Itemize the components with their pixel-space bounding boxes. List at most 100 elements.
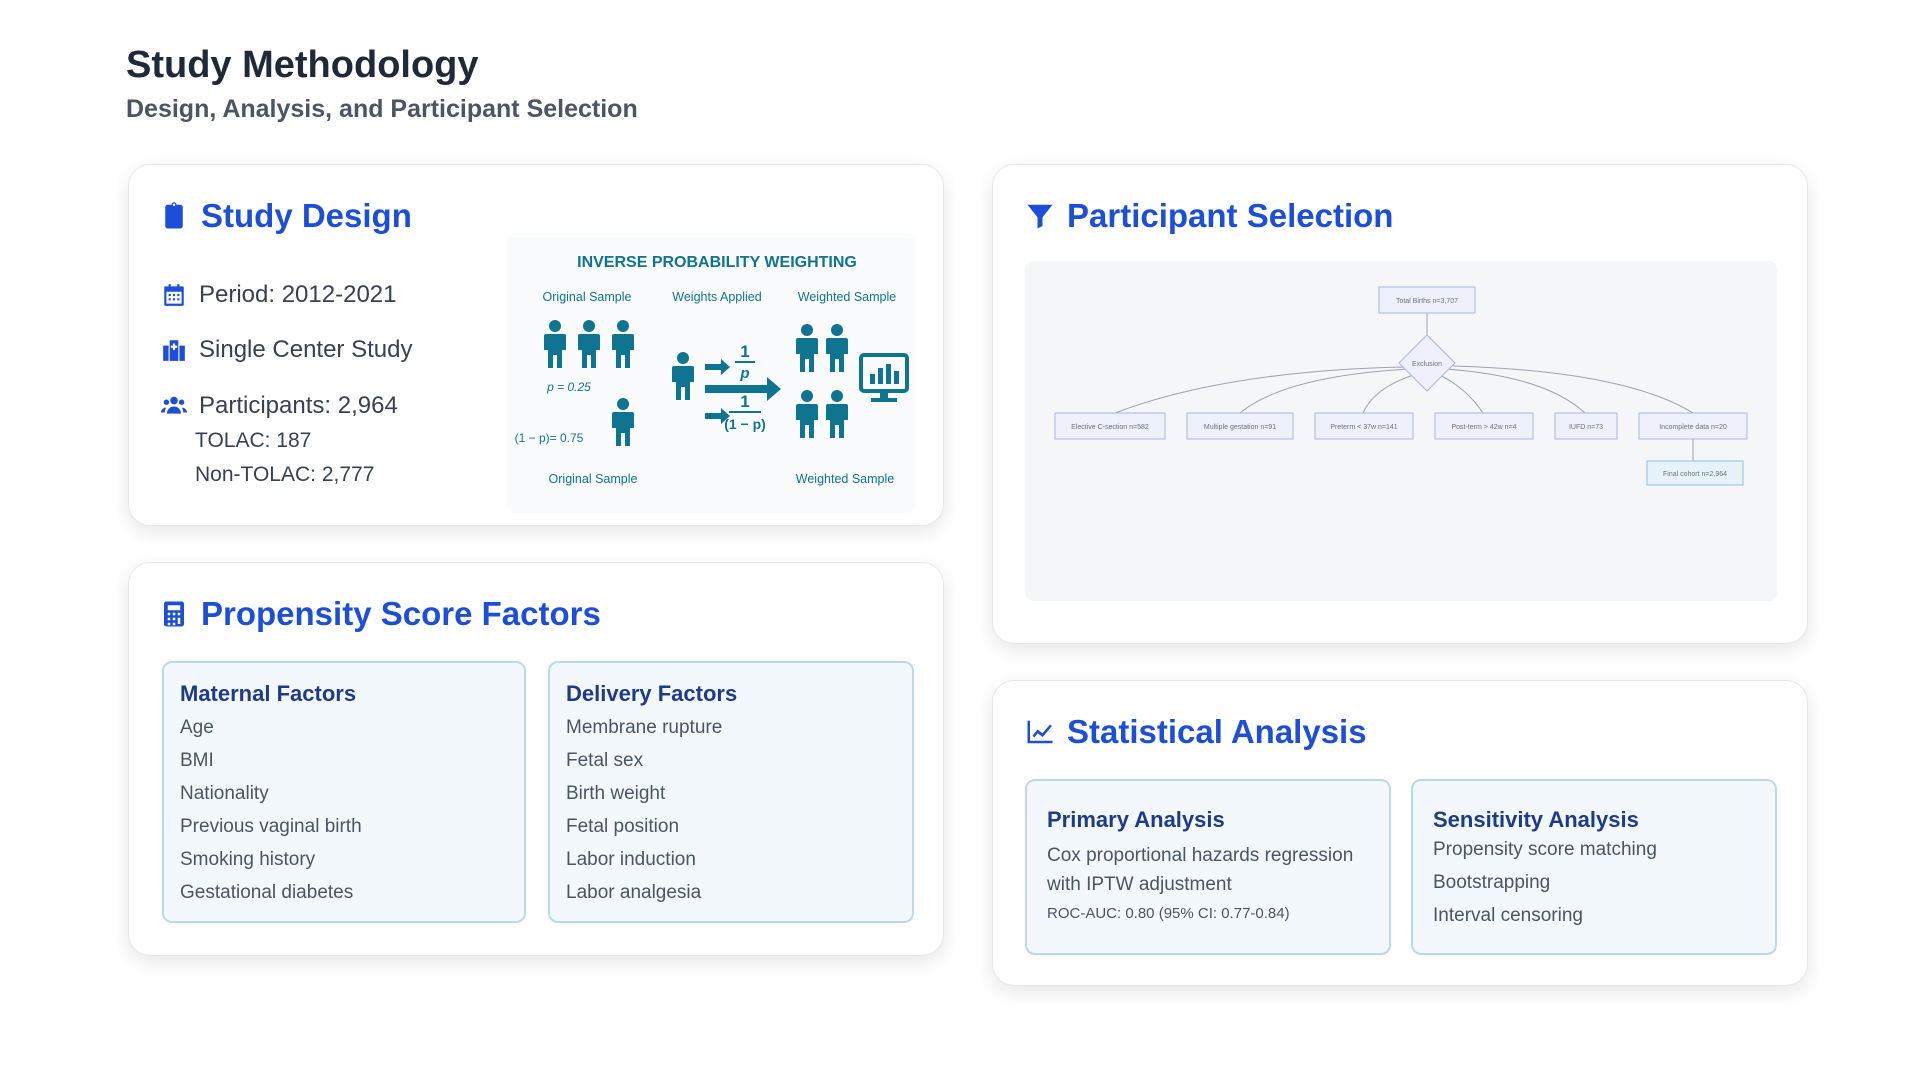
flow-exclusion-text: IUFD n=73: [1569, 424, 1603, 431]
primary-analysis-line1: Cox proportional hazards regression: [1047, 845, 1354, 866]
delivery-factor-item: Labor induction: [566, 849, 696, 870]
statistical-analysis-heading: Statistical Analysis: [1025, 713, 1367, 751]
flow-exclusion-text: Preterm < 37w n=141: [1330, 424, 1397, 431]
ipw-bottom-original: Original Sample: [549, 472, 638, 486]
primary-analysis-title: Primary Analysis: [1047, 807, 1225, 832]
person-icon: [796, 390, 818, 438]
primary-analysis-line2: with IPTW adjustment: [1047, 874, 1232, 895]
delivery-factor-item: Birth weight: [566, 783, 666, 804]
statistical-analysis-title: Statistical Analysis: [1067, 713, 1367, 750]
study-design-card: Study Design Period: 2012-2021 Single Ce…: [128, 164, 944, 526]
participant-selection-title: Participant Selection: [1067, 197, 1394, 234]
monitor-chart-icon: [859, 353, 909, 402]
ipw-diagram: INVERSE PROBABILITY WEIGHTING Original S…: [507, 233, 915, 513]
delivery-factor-item: Labor analgesia: [566, 882, 702, 903]
person-icon: [672, 352, 694, 400]
participants-row: Participants: 2,964: [161, 392, 398, 420]
maternal-factors-title: Maternal Factors: [180, 681, 357, 706]
frac-bot-den: (1 − p): [724, 416, 766, 432]
users-icon: [161, 396, 187, 414]
flow-node-decision: [1398, 334, 1456, 392]
flow-exclusion-text: Incomplete data n=20: [1659, 424, 1727, 431]
person-icon: [578, 320, 600, 368]
maternal-factor-item: Smoking history: [180, 849, 316, 870]
delivery-factors-title: Delivery Factors: [566, 681, 738, 706]
weighted-group-icons: [796, 324, 848, 438]
selection-flowchart: Total Births n=3,707 Exclusion Elective …: [1025, 261, 1777, 601]
flow-exclusion-node: [1314, 412, 1414, 440]
maternal-factors-box: Maternal Factors Age BMI Nationality Pre…: [162, 661, 526, 923]
sensitivity-analysis-title: Sensitivity Analysis: [1433, 807, 1639, 832]
person-icon: [612, 320, 634, 368]
person-icon: [796, 324, 818, 372]
non-tolac-count: Non-TOLAC: 2,777: [195, 463, 375, 486]
page-subtitle: Design, Analysis, and Participant Select…: [126, 95, 638, 123]
frac-top-num: 1: [740, 342, 749, 361]
delivery-factor-item: Fetal sex: [566, 750, 644, 771]
propensity-title: Propensity Score Factors: [201, 595, 601, 632]
statistical-analysis-card: Statistical Analysis Primary Analysis Co…: [992, 680, 1808, 986]
ipw-col-original: Original Sample: [543, 290, 632, 304]
propensity-card: Propensity Score Factors Maternal Factor…: [128, 562, 944, 956]
flow-exclusion-node: [1186, 412, 1294, 440]
arrow-icon: [705, 359, 730, 375]
flow-exclusion-node: [1434, 412, 1534, 440]
flow-node-final: [1646, 460, 1744, 486]
hospital-icon: [163, 340, 185, 361]
flow-node-total: [1378, 286, 1476, 314]
flow-exclusion-node: [1554, 412, 1618, 440]
participants-text: Participants: 2,964: [199, 392, 398, 419]
weights-icons: [672, 352, 781, 424]
flow-exclusion-text: Post-term > 42w n=4: [1452, 424, 1517, 431]
p-label: p = 0.25: [546, 380, 591, 394]
frac-bot-num: 1: [740, 392, 749, 411]
ipw-diagram-svg: INVERSE PROBABILITY WEIGHTING Original S…: [515, 254, 909, 486]
calculator-icon: [164, 601, 184, 627]
participant-selection-heading: Participant Selection: [1025, 197, 1393, 235]
flow-exclusion-text: Elective C-section n=582: [1071, 424, 1149, 431]
page-title: Study Methodology: [126, 44, 479, 86]
person-icon: [826, 324, 848, 372]
period-text: Period: 2012-2021: [199, 281, 397, 308]
maternal-factor-item: Gestational diabetes: [180, 882, 354, 903]
person-icon: [612, 398, 634, 446]
sensitivity-item: Propensity score matching: [1433, 839, 1657, 860]
period-row: Period: 2012-2021: [161, 281, 396, 309]
maternal-factor-item: Previous vaginal birth: [180, 816, 362, 837]
frac-top-den: p: [739, 365, 749, 382]
clipboard-icon: [165, 202, 183, 229]
center-row: Single Center Study: [161, 336, 412, 364]
maternal-factor-item: Age: [180, 717, 214, 738]
participant-selection-card: Participant Selection Total Births n=3,7…: [992, 164, 1808, 644]
main-arrow-icon: [705, 377, 781, 401]
flow-exclusion-text: Multiple gestation n=91: [1204, 424, 1276, 431]
ipw-bottom-weighted: Weighted Sample: [796, 472, 894, 486]
maternal-factor-item: Nationality: [180, 783, 269, 804]
flowchart-svg: Total Births n=3,707 Exclusion Elective …: [1054, 286, 1748, 486]
flow-exclusion-node: [1638, 412, 1748, 440]
sensitivity-item: Bootstrapping: [1433, 872, 1551, 893]
ipw-col-weights: Weights Applied: [672, 290, 761, 304]
line-chart-icon: [1027, 720, 1053, 744]
flow-connectors: [1114, 313, 1694, 461]
sensitivity-item: Interval censoring: [1433, 905, 1583, 926]
tolac-count: TOLAC: 187: [195, 429, 312, 452]
primary-analysis-box: Primary Analysis Cox proportional hazard…: [1025, 779, 1391, 955]
maternal-factor-item: BMI: [180, 750, 214, 771]
flow-node-decision-text: Exclusion: [1412, 361, 1442, 368]
delivery-factor-item: Membrane rupture: [566, 717, 723, 738]
filter-icon: [1027, 204, 1053, 229]
flow-node-total-text: Total Births n=3,707: [1396, 298, 1458, 305]
person-icon: [544, 320, 566, 368]
one-minus-p-label: (1 − p)= 0.75: [515, 431, 584, 445]
delivery-factors-box: Delivery Factors Membrane rupture Fetal …: [548, 661, 914, 923]
calendar-icon: [164, 284, 184, 306]
ipw-col-weighted: Weighted Sample: [798, 290, 896, 304]
center-text: Single Center Study: [199, 336, 413, 363]
ipw-title: INVERSE PROBABILITY WEIGHTING: [577, 254, 857, 271]
delivery-factor-item: Fetal position: [566, 816, 680, 837]
propensity-heading: Propensity Score Factors: [159, 595, 601, 633]
study-design-heading: Study Design: [159, 197, 412, 235]
arrow-icon: [705, 408, 730, 424]
primary-analysis-note: ROC-AUC: 0.80 (95% CI: 0.77-0.84): [1047, 905, 1290, 922]
